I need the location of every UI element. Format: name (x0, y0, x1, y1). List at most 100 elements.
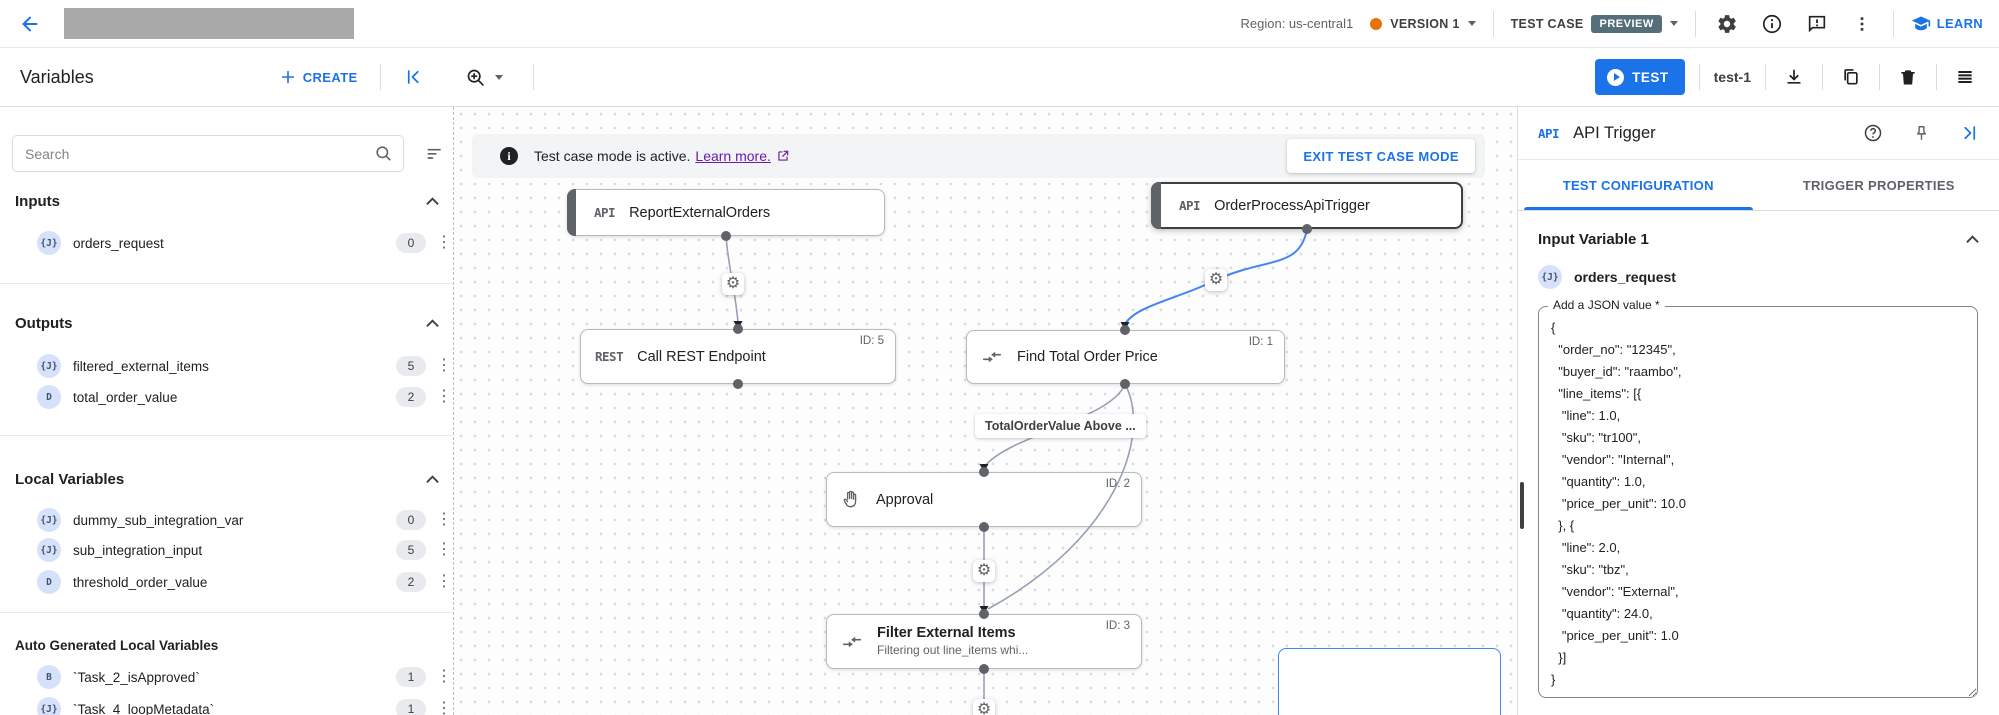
double-type-badge: D (37, 385, 61, 409)
kebab-menu-icon[interactable]: ⋮ (436, 573, 452, 590)
top-app-bar: Region: us-central1 VERSION 1 TEST CASE … (0, 0, 1999, 48)
feedback-icon[interactable] (1803, 10, 1831, 38)
json-value-field: Add a JSON value * { "order_no": "12345"… (1538, 298, 1978, 698)
section-header-inputs[interactable]: Inputs (15, 190, 439, 212)
play-icon (1607, 68, 1625, 86)
version-selector[interactable]: VERSION 1 (1370, 17, 1476, 31)
node-order-process-api-trigger[interactable]: API OrderProcessApiTrigger (1151, 182, 1463, 229)
chevron-up-icon[interactable] (426, 474, 439, 484)
edge-condition-label[interactable]: TotalOrderValue Above ... (975, 414, 1146, 438)
variable-row[interactable]: {J} sub_integration_input 5 ⋮ (0, 534, 454, 566)
variable-name: dummy_sub_integration_var (73, 512, 244, 528)
variable-name: filtered_external_items (73, 358, 209, 374)
chevron-down-icon (494, 74, 503, 80)
learn-button[interactable]: LEARN (1911, 14, 1983, 34)
more-options-kebab-icon[interactable] (1848, 10, 1876, 38)
collapse-panel-left-icon[interactable] (405, 68, 423, 86)
selected-node-partial[interactable] (1278, 648, 1501, 715)
divider (1698, 64, 1700, 90)
node-call-rest-endpoint[interactable]: REST Call REST Endpoint ID: 5 (580, 329, 896, 384)
node-id: ID: 5 (859, 335, 884, 347)
json-field-label: Add a JSON value * (1548, 298, 1665, 312)
input-variable-section-header[interactable]: Input Variable 1 (1538, 231, 1979, 248)
test-case-selector[interactable]: TEST CASE PREVIEW (1510, 14, 1678, 33)
variable-row[interactable]: {J} `Task_4_loopMetadata` 1 ⋮ (0, 693, 454, 715)
kebab-menu-icon[interactable]: ⋮ (436, 388, 452, 405)
learn-more-link[interactable]: Learn more. (695, 148, 771, 164)
node-find-total-order-price[interactable]: Find Total Order Price ID: 1 (966, 330, 1285, 384)
collapse-panel-right-icon[interactable] (1955, 119, 1983, 147)
variable-row[interactable]: D threshold_order_value 2 ⋮ (0, 566, 454, 598)
info-icon[interactable] (1758, 10, 1786, 38)
json-value-textarea[interactable]: { "order_no": "12345", "buyer_id": "raam… (1539, 307, 1977, 697)
test-case-label: TEST CASE (1510, 16, 1584, 31)
integration-title-redacted (64, 8, 354, 39)
edge-settings-gear-icon[interactable]: ⚙ (973, 560, 995, 582)
variable-identity-row: {J} orders_request (1538, 265, 1979, 289)
variable-name: orders_request (73, 235, 164, 251)
variable-row[interactable]: {J} orders_request 0 ⋮ (0, 227, 454, 259)
variable-name: `Task_2_isApproved` (73, 669, 200, 685)
variable-name: orders_request (1574, 269, 1676, 285)
plus-icon (281, 70, 294, 84)
kebab-menu-icon[interactable]: ⋮ (436, 541, 452, 558)
chevron-up-icon[interactable] (426, 318, 439, 328)
node-title: OrderProcessApiTrigger (1214, 197, 1370, 214)
search-box[interactable] (12, 135, 404, 172)
learn-label: LEARN (1936, 16, 1983, 31)
sort-icon[interactable] (425, 143, 445, 163)
section-header-outputs[interactable]: Outputs (15, 312, 439, 334)
test-button[interactable]: TEST (1595, 59, 1685, 95)
copy-icon[interactable] (1837, 63, 1865, 91)
delete-trash-icon[interactable] (1894, 63, 1922, 91)
download-icon[interactable] (1780, 63, 1808, 91)
kebab-menu-icon[interactable]: ⋮ (436, 668, 452, 685)
execution-log-list-icon[interactable] (1951, 63, 1979, 91)
chevron-up-icon[interactable] (1966, 235, 1979, 244)
json-type-badge: {J} (1538, 265, 1562, 289)
tab-test-configuration[interactable]: TEST CONFIGURATION (1518, 160, 1759, 210)
settings-gear-icon[interactable] (1713, 10, 1741, 38)
variable-row[interactable]: {J} filtered_external_items 5 ⋮ (0, 350, 454, 382)
edge-settings-gear-icon[interactable]: ⚙ (722, 273, 744, 295)
tab-trigger-properties[interactable]: TRIGGER PROPERTIES (1802, 177, 1955, 193)
variable-row[interactable]: {J} dummy_sub_integration_var 0 ⋮ (0, 504, 454, 536)
section-header-local-variables[interactable]: Local Variables (15, 468, 439, 490)
variable-row[interactable]: B `Task_2_isApproved` 1 ⋮ (0, 661, 454, 693)
create-label: CREATE (302, 69, 358, 85)
json-type-badge: {J} (37, 354, 61, 378)
test-label: TEST (1632, 69, 1669, 85)
test-case-name[interactable]: test-1 (1713, 69, 1751, 85)
node-report-external-orders[interactable]: API ReportExternalOrders (567, 189, 885, 236)
flow-canvas[interactable]: i Test case mode is active. Learn more. … (454, 107, 1517, 715)
exit-test-case-mode-button[interactable]: EXIT TEST CASE MODE (1287, 139, 1475, 173)
help-icon[interactable] (1859, 119, 1887, 147)
zoom-dropdown[interactable] (465, 67, 503, 88)
divider (532, 64, 534, 90)
scrollbar-thumb[interactable] (1520, 482, 1524, 529)
edge-settings-gear-icon[interactable]: ⚙ (1205, 269, 1227, 291)
node-filter-external-items[interactable]: Filter External Items Filtering out line… (826, 614, 1142, 669)
kebab-menu-icon[interactable]: ⋮ (436, 234, 452, 251)
edge-settings-gear-icon[interactable]: ⚙ (973, 699, 995, 715)
section-header-auto-generated: Auto Generated Local Variables (15, 634, 439, 656)
pin-icon[interactable] (1907, 119, 1935, 147)
variable-name: sub_integration_input (73, 542, 203, 558)
variable-row[interactable]: D total_order_value 2 ⋮ (0, 381, 454, 413)
divider (379, 64, 381, 90)
back-arrow-icon[interactable] (16, 10, 44, 38)
chevron-up-icon[interactable] (426, 196, 439, 206)
search-input[interactable] (25, 145, 374, 162)
create-variable-button[interactable]: CREATE (280, 69, 358, 85)
kebab-menu-icon[interactable]: ⋮ (436, 700, 452, 715)
divider (1879, 64, 1880, 90)
count-badge: 1 (396, 667, 426, 687)
count-badge: 0 (396, 510, 426, 530)
version-status-dot (1370, 17, 1383, 30)
node-approval[interactable]: Approval ID: 2 (826, 472, 1142, 527)
node-title: Call REST Endpoint (637, 348, 766, 365)
kebab-menu-icon[interactable]: ⋮ (436, 511, 452, 528)
kebab-menu-icon[interactable]: ⋮ (436, 357, 452, 374)
section-title: Input Variable 1 (1538, 231, 1649, 248)
